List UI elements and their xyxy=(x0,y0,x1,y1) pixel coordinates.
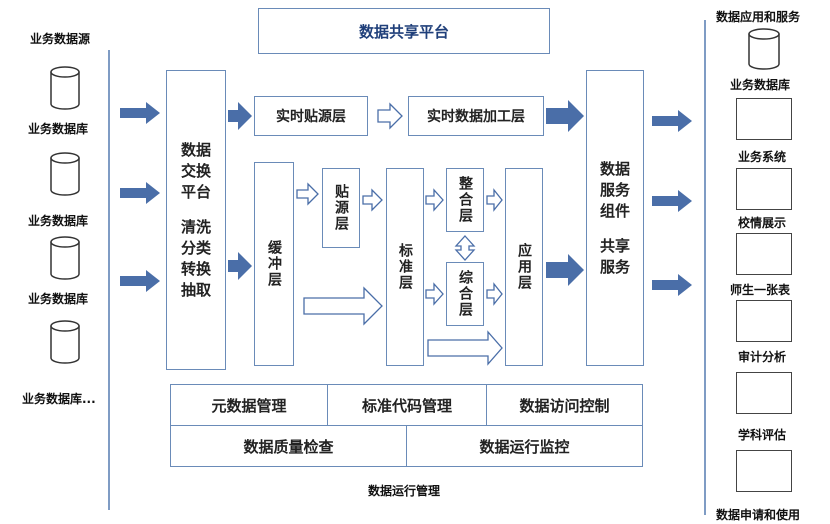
service-component: 数据 服务 组件 共享 服务 xyxy=(586,70,644,366)
metadata-management: 元数据管理 xyxy=(170,384,328,426)
right-separator xyxy=(704,20,706,515)
app-box xyxy=(736,98,792,140)
source-layer: 贴源层 xyxy=(322,168,360,248)
right-footer: 数据申请和使用 xyxy=(716,508,801,522)
integrate-layer: 整合层 xyxy=(446,168,484,232)
source-label: 业务数据库... xyxy=(22,392,96,406)
app-box xyxy=(736,450,792,492)
app-label: 业务数据库 xyxy=(730,78,791,92)
solid-arrow xyxy=(120,100,692,296)
composite-layer: 综合层 xyxy=(446,262,484,326)
left-separator xyxy=(108,50,110,510)
database-icon xyxy=(50,152,80,196)
app-label: 师生一张表 xyxy=(730,283,791,297)
right-header: 数据应用和服务 xyxy=(716,10,801,24)
app-label: 业务系统 xyxy=(738,150,787,164)
app-box xyxy=(736,168,792,210)
source-label: 业务数据库 xyxy=(28,292,89,306)
app-box xyxy=(736,300,792,342)
platform-title: 数据共享平台 xyxy=(258,8,550,54)
data-access-control: 数据访问控制 xyxy=(486,384,643,426)
source-label: 业务数据库 xyxy=(28,122,89,136)
database-icon xyxy=(50,66,80,110)
source-label: 业务数据库 xyxy=(28,214,89,228)
realtime-source-layer: 实时贴源层 xyxy=(254,96,368,136)
app-box xyxy=(736,372,792,414)
app-label: 学科评估 xyxy=(738,428,787,442)
app-box xyxy=(736,233,792,275)
management-caption: 数据运行管理 xyxy=(368,484,441,498)
data-quality-check: 数据质量检查 xyxy=(170,425,407,467)
hollow-arrow xyxy=(296,102,503,366)
app-label: 审计分析 xyxy=(738,350,787,364)
database-icon xyxy=(748,28,780,70)
buffer-layer: 缓冲层 xyxy=(254,162,294,366)
left-header: 业务数据源 xyxy=(30,32,91,46)
database-icon xyxy=(50,320,80,364)
data-run-monitor: 数据运行监控 xyxy=(406,425,643,467)
realtime-process-layer: 实时数据加工层 xyxy=(408,96,544,136)
database-icon xyxy=(50,236,80,280)
app-label: 校情展示 xyxy=(738,216,787,230)
exchange-platform: 数据 交换 平台 清洗 分类 转换 抽取 xyxy=(166,70,226,370)
application-layer: 应用层 xyxy=(505,168,543,366)
standard-layer: 标准层 xyxy=(386,168,424,366)
